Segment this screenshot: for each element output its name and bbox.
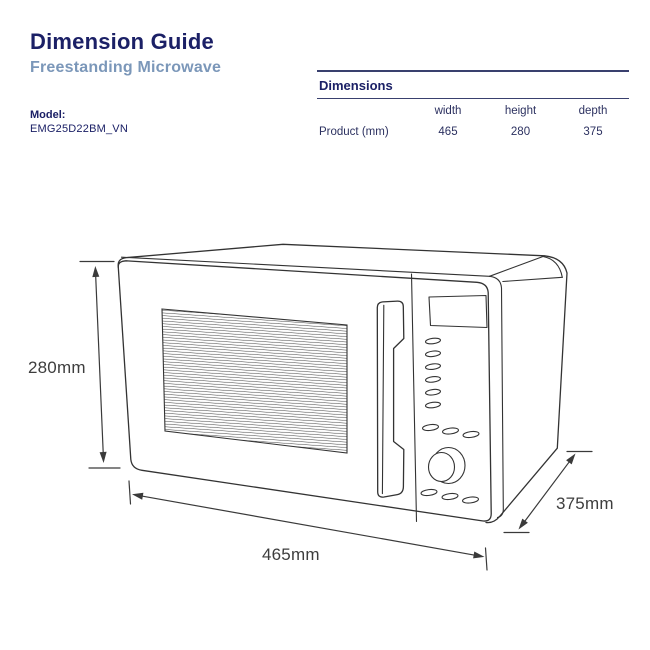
table-header-row: width height depth	[317, 99, 629, 117]
model-info: Model: EMG25D22BM_VN	[30, 108, 128, 136]
height-dimension-label: 280mm	[28, 358, 86, 377]
depth-dimension: 375mm	[503, 450, 614, 534]
rotary-knob	[427, 446, 466, 485]
model-label: Model:	[30, 109, 66, 121]
button-column	[424, 337, 442, 409]
width-dimension: 465mm	[128, 480, 488, 571]
button-row-upper	[422, 423, 480, 439]
control-panel	[420, 294, 488, 504]
page-title: Dimension Guide	[30, 29, 214, 54]
height-dimension: 280mm	[28, 260, 121, 469]
table-row: Product (mm) 465 280 375	[317, 117, 629, 138]
column-header-width: width	[434, 105, 462, 117]
door-handle	[376, 300, 405, 498]
column-header-height: height	[504, 105, 537, 117]
depth-dimension-label: 375mm	[556, 494, 614, 513]
table-rule-top	[317, 70, 629, 72]
value-depth: 375	[583, 126, 603, 138]
table-rule-mid	[317, 98, 629, 99]
door-window	[161, 308, 348, 454]
value-height: 280	[510, 126, 531, 138]
width-dimension-label: 465mm	[262, 545, 320, 564]
page-subtitle: Freestanding Microwave	[30, 59, 222, 76]
model-number: EMG25D22BM_VN	[30, 123, 128, 135]
value-width: 465	[438, 126, 458, 138]
column-header-depth: depth	[578, 105, 608, 117]
dimensions-table: Dimensions width height depth Product (m…	[317, 70, 629, 138]
table-title: Dimensions	[319, 78, 393, 93]
button-row-lower	[420, 488, 479, 504]
row-label: Product (mm)	[319, 126, 389, 138]
microwave-body-outline	[117, 243, 568, 524]
page-header: Dimension Guide Freestanding Microwave	[30, 30, 221, 77]
door-panel-separator	[410, 273, 418, 523]
display-screen	[428, 294, 488, 329]
